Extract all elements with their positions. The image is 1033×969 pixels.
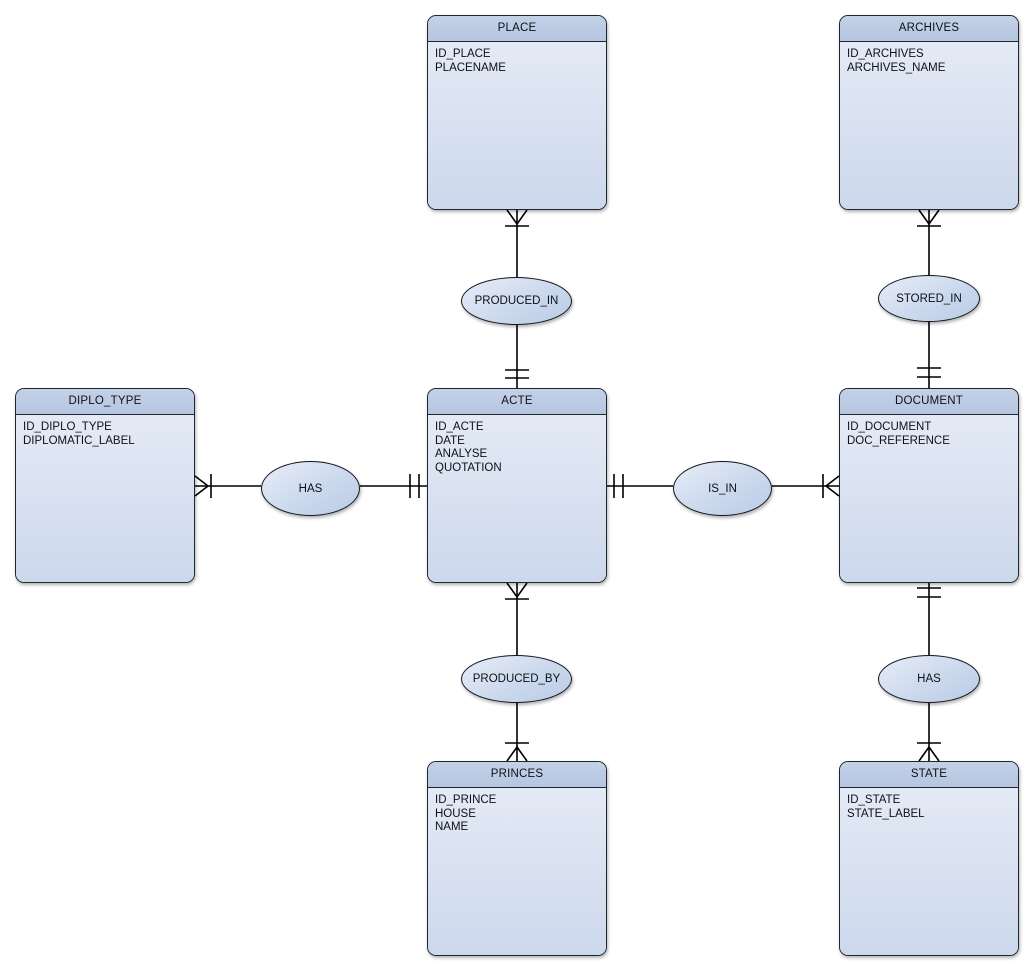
attribute: STATE_LABEL (847, 807, 925, 820)
relationship-label: IS_IN (708, 482, 737, 495)
attribute: ID_DOCUMENT (847, 421, 932, 433)
relationship-stored_in[interactable]: STORED_IN (878, 275, 980, 322)
attribute: HOUSE (435, 807, 476, 820)
attribute: ID_STATE (847, 794, 901, 806)
entity-title-princes: PRINCES (428, 762, 606, 788)
attribute: DOC_REFERENCE (847, 434, 950, 447)
crowfoot-state (918, 745, 940, 762)
crowfoot-place (506, 209, 528, 226)
attribute: PLACENAME (435, 61, 506, 74)
attribute: ID_ACTE (435, 421, 484, 433)
attribute: ARCHIVES_NAME (847, 61, 946, 74)
attribute: ID_PRINCE (435, 794, 497, 806)
entity-title-place: PLACE (428, 16, 606, 42)
attribute: DATE (435, 434, 465, 447)
relationship-label: STORED_IN (896, 292, 962, 305)
crowfoot-document-left (824, 475, 840, 497)
attribute: ANALYSE (435, 448, 488, 461)
crowfoot-diplotype (194, 475, 210, 497)
relationship-label: PRODUCED_IN (474, 295, 559, 307)
relationship-produced_in[interactable]: PRODUCED_IN (461, 277, 572, 325)
attribute: ID_ARCHIVES (847, 48, 924, 60)
relationship-produced_by[interactable]: PRODUCED_BY (461, 655, 572, 703)
attribute: ID_DIPLO_TYPE (23, 421, 112, 433)
relationship-is_in[interactable]: IS_IN (673, 461, 772, 516)
attribute: DIPLOMATIC_LABEL (23, 434, 135, 447)
entity-title-archives: ARCHIVES (840, 16, 1018, 42)
entity-title-diplo_type: DIPLO_TYPE (16, 389, 194, 415)
relationship-label: HAS (917, 673, 941, 685)
crowfoot-princes (506, 745, 528, 762)
attribute: QUOTATION (435, 461, 502, 474)
relationship-label: PRODUCED_BY (472, 673, 561, 685)
attribute: NAME (435, 821, 469, 834)
relationship-label: HAS (298, 482, 323, 495)
crowfoot-acte-bottom (506, 582, 528, 599)
crowfoot-archives (918, 209, 940, 226)
entity-title-acte: ACTE (428, 389, 606, 415)
attribute: ID_PLACE (435, 48, 491, 60)
relationship-has_diplo[interactable]: HAS (261, 461, 360, 516)
relationship-has_state[interactable]: HAS (878, 655, 980, 703)
entity-title-state: STATE (840, 762, 1018, 788)
entity-title-document: DOCUMENT (840, 389, 1018, 415)
